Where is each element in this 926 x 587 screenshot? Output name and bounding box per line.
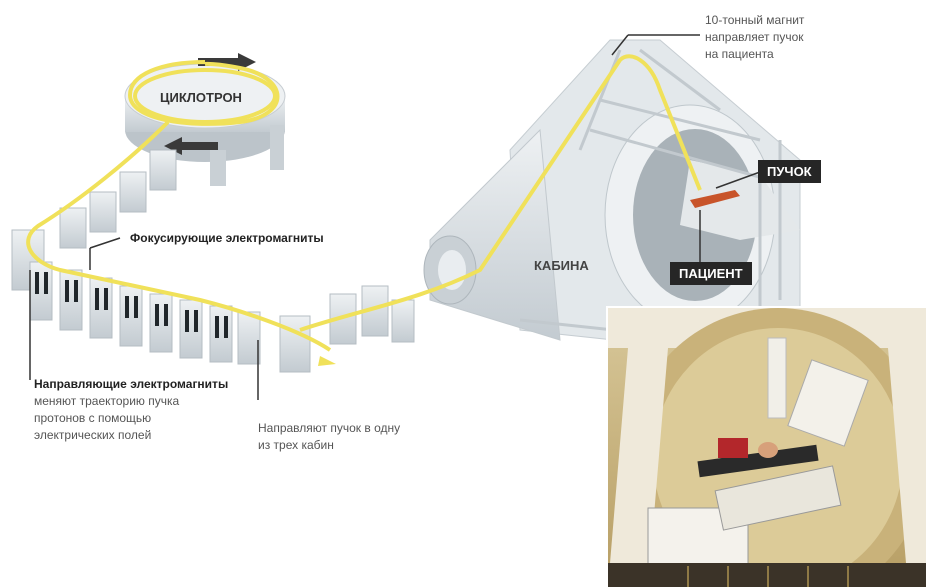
cyclotron-label: ЦИКЛОТРОН bbox=[160, 90, 242, 105]
guiding-magnets-title: Направляющие электромагниты bbox=[34, 376, 228, 393]
guiding-magnets-caption: Направляющие электромагниты меняют траек… bbox=[34, 376, 228, 444]
guiding-desc-line: меняют траекторию пучка bbox=[34, 393, 228, 410]
direct-beam-caption: Направляют пучок в одну из трех кабин bbox=[258, 420, 400, 454]
magnet-caption: 10-тонный магнит направляет пучок на пац… bbox=[705, 12, 804, 63]
patient-tag: ПАЦИЕНТ bbox=[670, 262, 752, 285]
treatment-room-photo bbox=[606, 306, 926, 587]
beam-tag: ПУЧОК bbox=[758, 160, 821, 183]
beam-arrow bbox=[318, 356, 336, 366]
focusing-magnets-label: Фокусирующие электромагниты bbox=[130, 230, 324, 247]
guiding-desc-line: протонов с помощью bbox=[34, 410, 228, 427]
guiding-desc-line: электрических полей bbox=[34, 427, 228, 444]
direct-line: из трех кабин bbox=[258, 437, 400, 454]
magnet-line: 10-тонный магнит bbox=[705, 12, 804, 29]
magnet-line: направляет пучок bbox=[705, 29, 804, 46]
magnet-line: на пациента bbox=[705, 46, 804, 63]
cabin-label: КАБИНА bbox=[534, 258, 589, 273]
direct-line: Направляют пучок в одну bbox=[258, 420, 400, 437]
